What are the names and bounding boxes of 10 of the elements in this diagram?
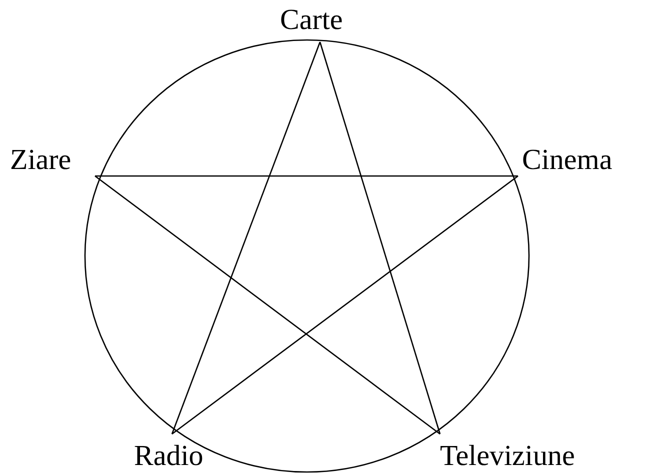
line: [171, 42, 321, 434]
line: [172, 175, 518, 435]
vertex-label: Cinema: [522, 144, 612, 176]
vertex-label: Ziare: [10, 144, 72, 176]
line: [95, 175, 518, 177]
line: [319, 42, 441, 434]
line: [94, 175, 440, 435]
vertex-label: Televiziune: [440, 440, 575, 472]
vertex-label: Carte: [280, 4, 343, 36]
vertex-label: Radio: [134, 440, 204, 472]
